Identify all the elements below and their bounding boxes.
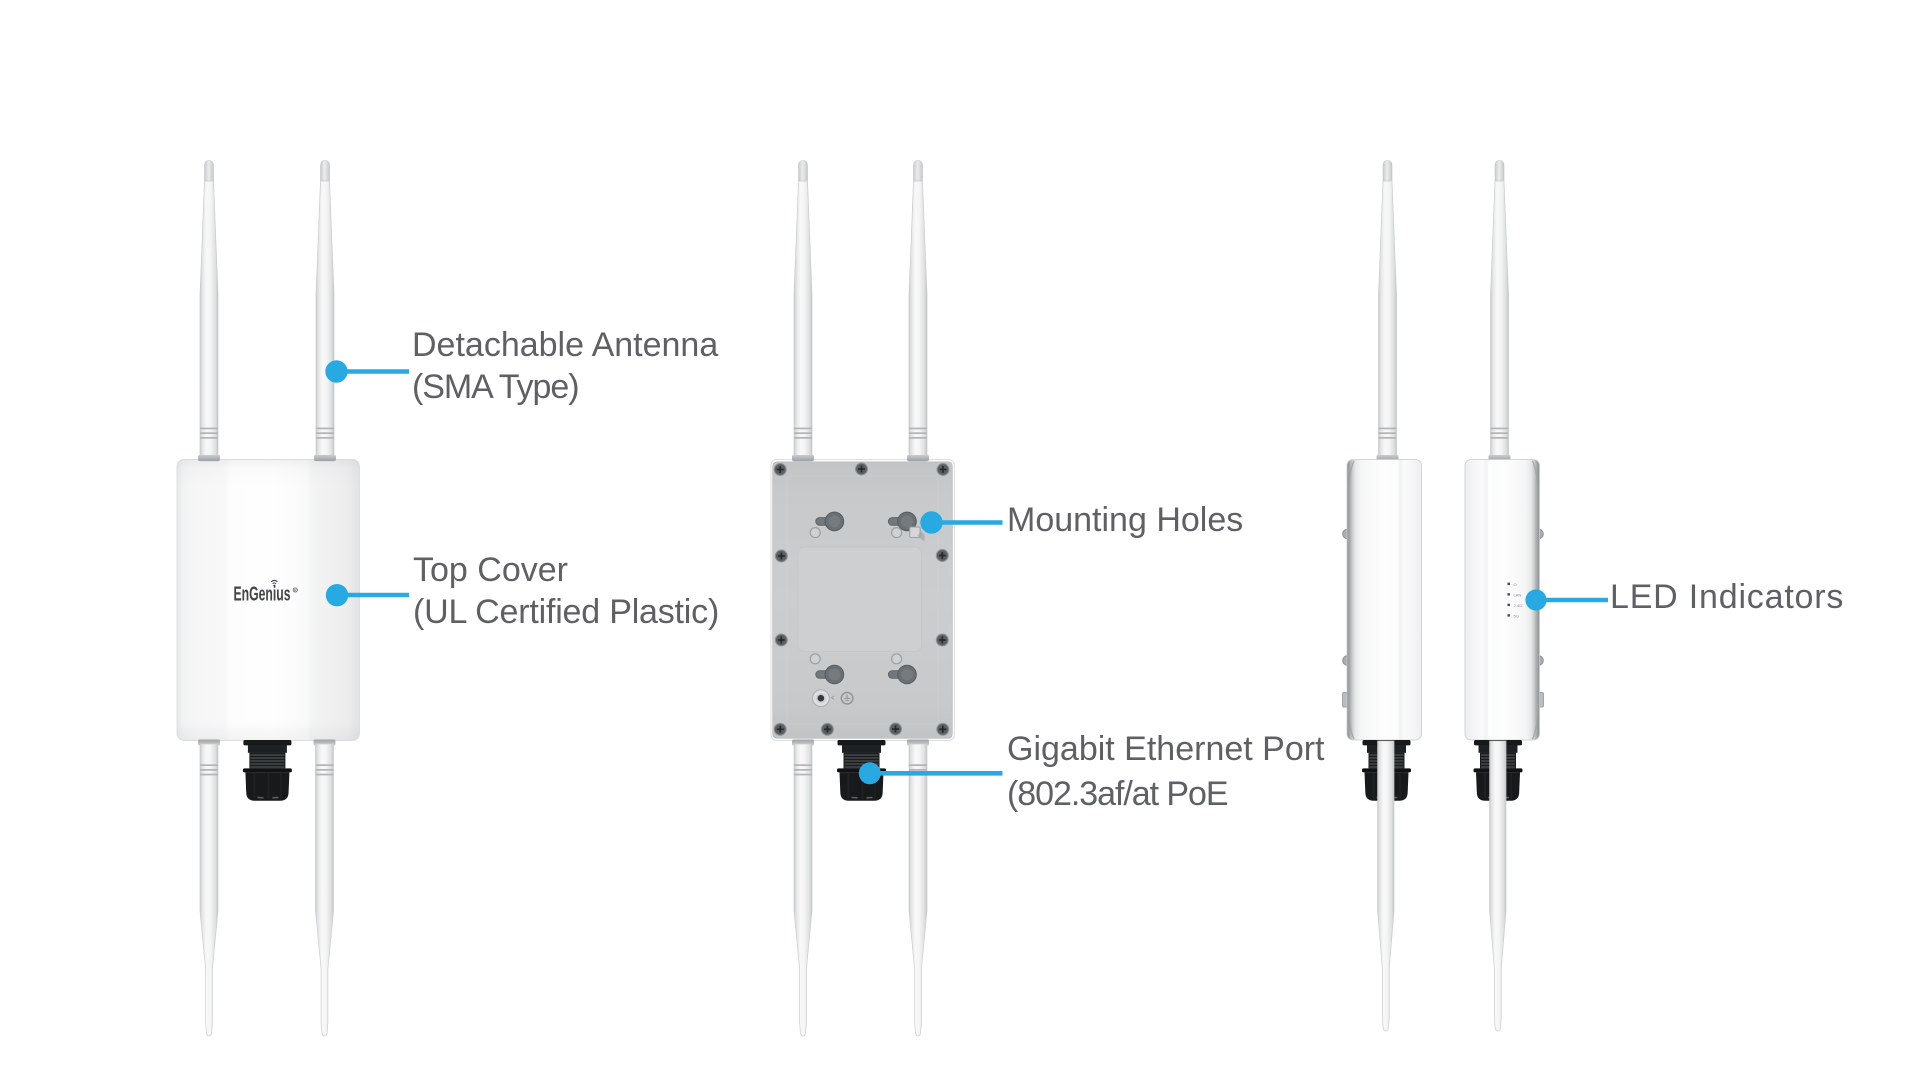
svg-text:O: O	[1514, 582, 1517, 587]
svg-text:2.4G: 2.4G	[1514, 603, 1523, 608]
svg-text:R: R	[294, 589, 297, 593]
svg-text:EnGenius: EnGenius	[234, 584, 291, 606]
svg-text:5G: 5G	[1514, 614, 1519, 619]
svg-text:LAN: LAN	[1514, 593, 1522, 598]
